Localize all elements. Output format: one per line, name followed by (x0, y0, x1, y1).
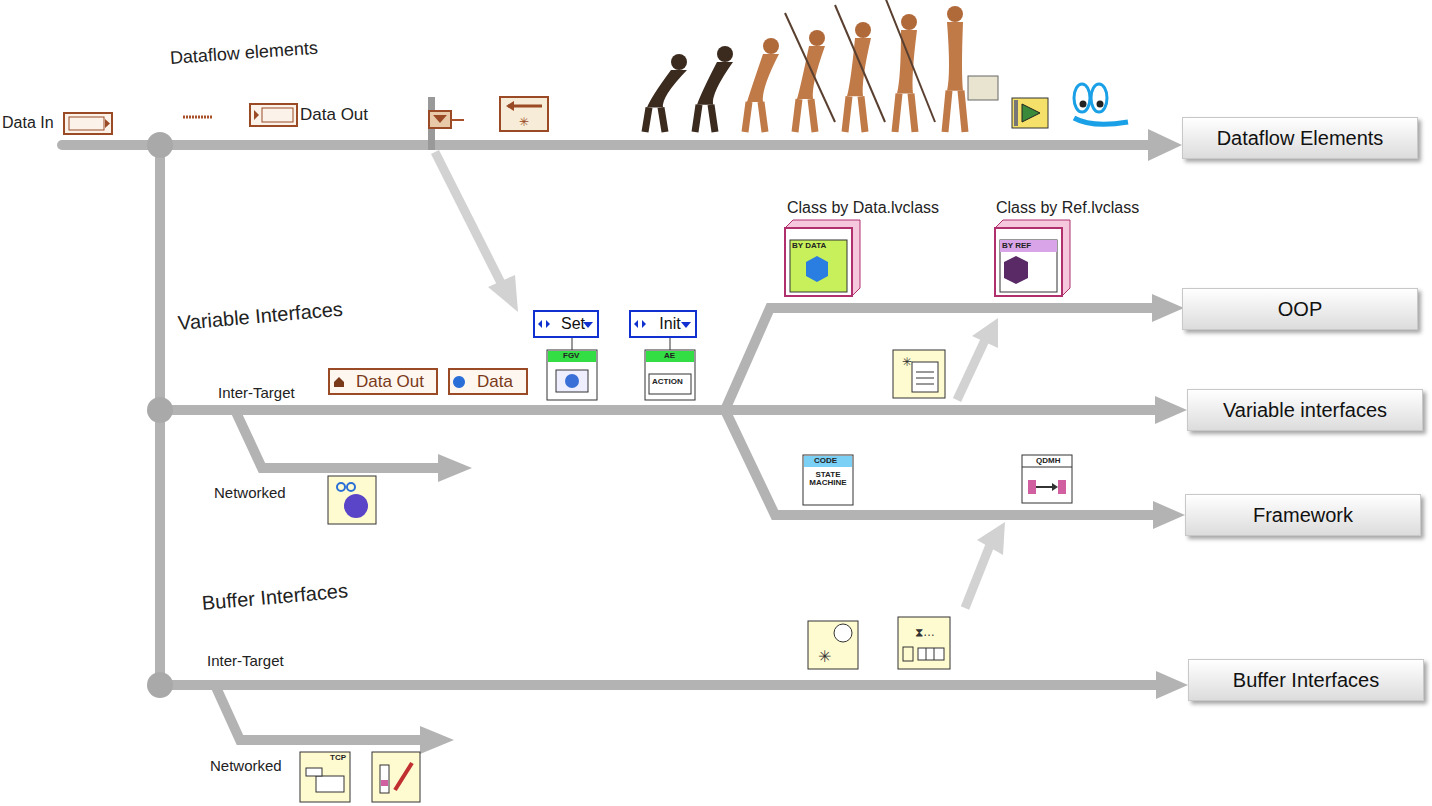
evolution-illustration (645, 0, 998, 132)
box-glyph (452, 375, 466, 389)
fgv-icon (547, 338, 597, 400)
dropdown-glyph (680, 320, 692, 330)
icon-text: QDMH (1036, 457, 1060, 465)
box-text: Data (477, 372, 513, 392)
hominid-figure (945, 6, 965, 132)
class-label: Class by Ref.lvclass (996, 199, 1139, 217)
box-text: Framework (1253, 504, 1353, 527)
branch-label: Inter-Target (207, 652, 284, 669)
icon-text: FGV (563, 352, 579, 360)
light-arrows (435, 152, 1005, 608)
section-title: Buffer Interfaces (201, 579, 349, 615)
hominid-figure (645, 54, 687, 132)
class-by-ref-icon (995, 220, 1070, 296)
category-box: Variable interfaces (1187, 389, 1423, 431)
hominid-figure (835, 5, 885, 132)
terminal-label: Data Out (300, 105, 368, 125)
icon-text: TCP (330, 754, 346, 762)
notifier-icon: ✳ (808, 621, 858, 669)
computer-monitor (968, 76, 998, 100)
branch-label: Inter-Target (218, 384, 295, 401)
class-by-data-icon (785, 220, 860, 296)
terminal-label: Data In (2, 114, 54, 132)
queue-icon: ⧗… (898, 617, 950, 669)
hominid-figure (745, 38, 779, 132)
qdmh-icon (1022, 455, 1072, 503)
box-text: Data Out (356, 372, 424, 392)
labview-icon (1012, 98, 1048, 128)
icon-text: STATE MACHINE (805, 471, 851, 488)
section-title: Variable Interfaces (177, 298, 344, 335)
arrow-heads (420, 129, 1188, 754)
category-box: Framework (1185, 494, 1421, 536)
box-text: Dataflow Elements (1217, 127, 1384, 150)
icon-text: AE (664, 352, 675, 360)
hominid-figure (885, 0, 935, 132)
svg-text:✳: ✳ (519, 115, 529, 129)
hominid-figure (695, 46, 733, 132)
section-title: Dataflow elements (169, 38, 318, 69)
branch-label: Networked (214, 484, 286, 501)
terminal-icon (64, 113, 112, 134)
tcp-icon (300, 752, 350, 802)
box-text: OOP (1278, 298, 1322, 321)
case-selector-box: Set (533, 310, 599, 338)
box-glyph (633, 317, 647, 331)
shift-register-icon (429, 111, 464, 128)
indicator-icon (250, 104, 297, 126)
icon-text: CODE (814, 457, 837, 465)
svg-text:⧗…: ⧗… (915, 625, 935, 639)
action-engine-icon (645, 338, 695, 400)
feedback-node-icon: ✳ (500, 97, 548, 131)
category-box: Dataflow Elements (1182, 117, 1418, 159)
variable-box: Data Out (328, 368, 438, 395)
main-wires (62, 145, 1158, 740)
category-box: OOP (1182, 288, 1418, 330)
box-text: Buffer Interfaces (1233, 669, 1379, 692)
icon-text: ACTION (652, 378, 683, 386)
icon-text: BY REF (1002, 242, 1031, 250)
icon-text: BY DATA (792, 242, 826, 250)
eyes-icon (1074, 84, 1128, 124)
category-box: Buffer Interfaces (1188, 659, 1424, 701)
hominid-figure (785, 13, 835, 132)
shared-variable-icon (372, 752, 420, 802)
box-text: Init (659, 315, 680, 333)
network-variable-icon (328, 476, 376, 524)
wire-segment (183, 116, 213, 119)
svg-text:✳: ✳ (818, 648, 831, 665)
state-machine-icon (803, 455, 853, 505)
vi-file-icon: ✳ (893, 350, 945, 398)
box-text: Set (561, 315, 585, 333)
box-text: Variable interfaces (1223, 399, 1387, 422)
svg-text:✳: ✳ (902, 355, 912, 369)
branch-label: Networked (210, 757, 282, 774)
junction-dots (147, 132, 173, 698)
class-label: Class by Data.lvclass (787, 199, 939, 217)
case-selector-box: Init (629, 310, 697, 338)
box-glyph (537, 317, 551, 331)
box-glyph (332, 375, 346, 389)
variable-box: Data (448, 368, 528, 395)
